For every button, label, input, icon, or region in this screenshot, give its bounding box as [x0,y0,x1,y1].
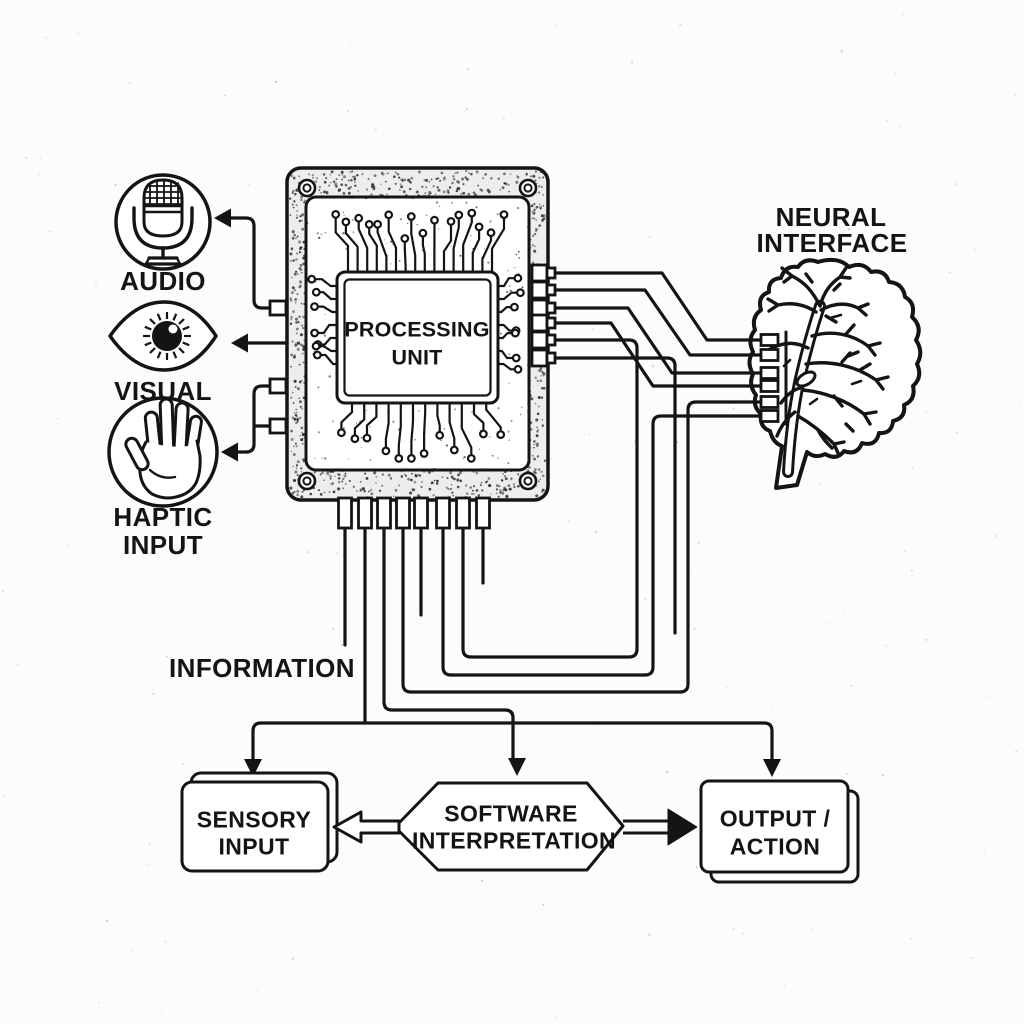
wire-loopback [461,338,639,659]
brain-leaf-detail [795,370,817,388]
microphone-icon [114,173,212,271]
flowchart-shapes [180,771,860,884]
arrow-to-audio [214,208,231,228]
arrow-to-output [763,759,781,777]
arrow-to-visual [231,333,248,353]
haptic-label-line1: HAPTIC [113,502,213,532]
arrow-hexagon-to-output-shaft [623,819,668,835]
sensory-input-label-line1: SENSORY [196,806,312,833]
wire-neural-4 [553,321,764,388]
audio-label: AUDIO [120,266,206,296]
software-interpretation-label-line1: SOFTWARE [444,800,578,827]
haptic-label-line2: INPUT [123,530,203,560]
eye-icon [108,300,218,372]
arrow-to-hexagon [508,758,526,776]
wire-neural-1 [553,271,764,342]
software-interpretation-hexagon [393,781,625,872]
chip-pins [268,263,557,530]
neural-interface-label-line2: INTERFACE [756,228,908,258]
brain-icon [747,257,923,490]
wire-dangling-right [553,356,677,635]
neural-interface-label-line1: NEURAL [775,202,887,232]
arrow-hexagon-to-sensory [332,810,401,844]
circuit-traces [307,208,525,463]
neural-connectors [759,333,780,423]
iris-ticks [143,312,191,360]
arrow-to-haptic [221,442,238,462]
wires [229,216,788,762]
output-action-label-line1: OUTPUT / [719,805,831,832]
wire-neural-2 [553,288,764,357]
hand-icon [107,396,219,508]
sensory-input-box [180,780,330,873]
wire-to-boxes [251,721,774,761]
processing-unit-label-line1: PROCESSING [344,317,490,342]
sensory-input-label-line2: INPUT [218,833,290,860]
processing-unit-label-line2: UNIT [391,345,443,370]
output-action-box [699,779,850,874]
sensor-arrowheads [214,208,781,777]
wire-haptic [236,384,272,454]
arrow-hexagon-to-output-head [667,808,698,846]
wire-neural-6 [441,414,764,677]
information-label: INFORMATION [169,653,355,683]
arrow-to-sensory [244,759,262,777]
wire-neural-5 [401,400,764,694]
software-interpretation-label-line2: INTERPRETATION [411,827,617,854]
wire-neural-3 [553,306,764,375]
wire-audio [229,216,272,310]
visual-label: VISUAL [114,376,212,406]
output-action-label-line2: ACTION [729,833,821,860]
wire-to-hexagon [382,526,515,762]
chip-board-stipple [312,201,524,465]
chip-screws [297,178,538,491]
